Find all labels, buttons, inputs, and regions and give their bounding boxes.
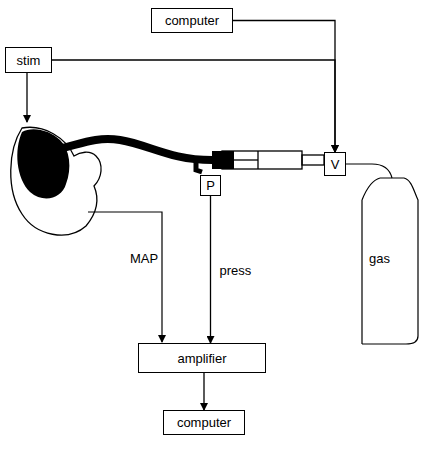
- pressure-tube: [196, 160, 202, 172]
- left-ventricle: [17, 129, 69, 198]
- syringe-flange: [257, 151, 258, 169]
- syringe-barrel: [222, 151, 302, 169]
- computer-box: computer: [151, 8, 233, 33]
- syringe-nozzle: [302, 155, 324, 165]
- plunger-rod: [234, 159, 258, 160]
- computer-box: computer: [163, 410, 245, 435]
- map-signal-line: [88, 212, 162, 342]
- connector: [233, 21, 335, 153]
- node-text: P: [206, 179, 215, 192]
- node-text: computer: [177, 416, 231, 429]
- amplifier-box: amplifier: [138, 343, 266, 373]
- signal-label: press: [219, 264, 253, 277]
- node-text: computer: [165, 14, 219, 27]
- valve-box: V: [324, 152, 346, 176]
- pressure-transducer-box: P: [200, 175, 221, 196]
- node-text: V: [331, 158, 340, 171]
- syringe-plunger: [212, 151, 234, 169]
- node-text: amplifier: [177, 352, 226, 365]
- signal-label: MAP: [129, 252, 159, 265]
- connector: [52, 60, 335, 152]
- stim-lead: [26, 73, 27, 122]
- connector: [210, 196, 211, 343]
- gas-line: [346, 164, 392, 178]
- node-text: stim: [17, 54, 41, 67]
- catheter: [48, 139, 212, 160]
- gas-cylinder: [362, 178, 418, 344]
- stimulator-box: stim: [5, 47, 52, 73]
- gas-label: gas: [368, 252, 391, 265]
- connector: [203, 373, 204, 410]
